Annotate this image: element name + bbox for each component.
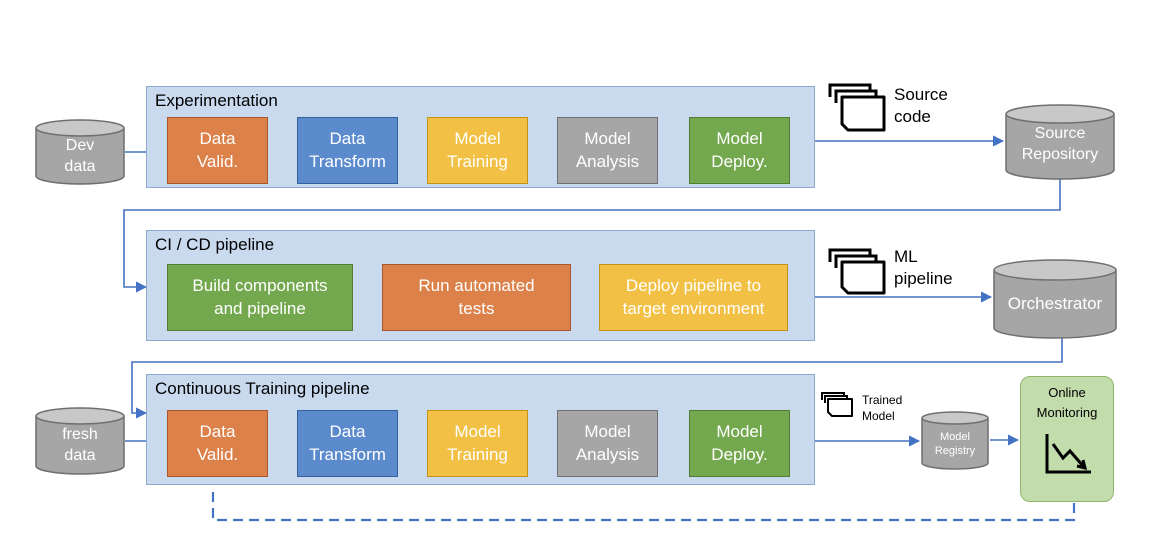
cicd-title: CI / CD pipeline: [155, 235, 275, 254]
continuous-training-title: Continuous Training pipeline: [155, 379, 370, 398]
ct-model-deploy-step[interactable]: Model Deploy.: [689, 410, 790, 477]
ct-model-analysis-step[interactable]: Model Analysis: [557, 410, 658, 477]
ct-data-validation-step[interactable]: Data Valid.: [167, 410, 268, 477]
trained-model-label: Trained Model: [862, 393, 903, 424]
model-registry-cylinder-icon: [921, 411, 989, 470]
ml-pipeline-documents-icon: [828, 248, 886, 295]
orchestrator-cylinder-icon: [993, 259, 1117, 339]
dev-data-cylinder-icon: [35, 119, 125, 185]
exp-data-validation-step[interactable]: Data Valid.: [167, 117, 268, 184]
ct-data-transform-step[interactable]: Data Transform: [297, 410, 398, 477]
trained-model-documents-icon: [821, 392, 853, 417]
source-code-label: Source code: [894, 85, 948, 127]
source-repository-label: Source Repository: [1021, 125, 1099, 163]
deploy-pipeline-step[interactable]: Deploy pipeline to target environment: [599, 264, 788, 331]
ml-pipeline-label: ML pipeline: [894, 247, 953, 289]
exp-model-training-step[interactable]: Model Training: [427, 117, 528, 184]
source-repository-cylinder-icon: [1005, 104, 1115, 180]
model-registry-label: Model Registry: [934, 430, 976, 457]
exp-data-transform-step[interactable]: Data Transform: [297, 117, 398, 184]
source-code-documents-icon: [828, 83, 886, 132]
dev-data-label: Dev data: [64, 137, 96, 175]
online-monitoring-box[interactable]: Online Monitoring: [1020, 376, 1114, 502]
build-components-step[interactable]: Build components and pipeline: [167, 264, 353, 331]
declining-trend-chart-icon: [1045, 434, 1091, 474]
experimentation-title: Experimentation: [155, 91, 278, 110]
orchestrator-label: Orchestrator: [1007, 293, 1103, 313]
fresh-data-cylinder-icon: [35, 407, 125, 475]
fresh-data-label: fresh data: [62, 426, 98, 464]
online-monitoring-label: Online Monitoring: [1036, 385, 1098, 421]
exp-model-deploy-step[interactable]: Model Deploy.: [689, 117, 790, 184]
ct-model-training-step[interactable]: Model Training: [427, 410, 528, 477]
exp-model-analysis-step[interactable]: Model Analysis: [557, 117, 658, 184]
run-automated-tests-step[interactable]: Run automated tests: [382, 264, 571, 331]
